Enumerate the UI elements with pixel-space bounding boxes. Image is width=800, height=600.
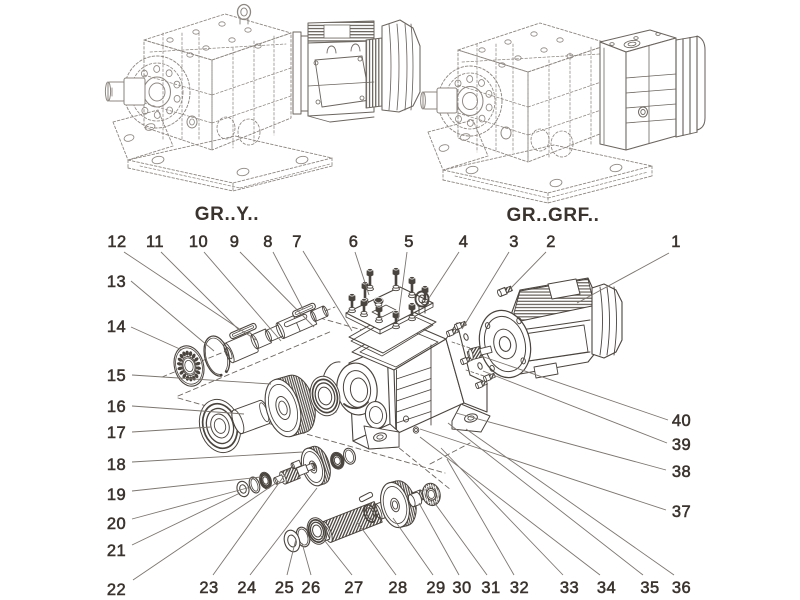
svg-text:29: 29	[426, 579, 445, 597]
svg-text:14: 14	[107, 318, 126, 336]
svg-text:18: 18	[107, 456, 126, 474]
svg-text:20: 20	[107, 515, 126, 533]
svg-text:33: 33	[560, 579, 579, 597]
svg-text:17: 17	[107, 424, 126, 442]
svg-text:7: 7	[292, 233, 302, 251]
svg-text:12: 12	[107, 233, 126, 251]
svg-text:26: 26	[301, 579, 320, 597]
svg-text:15: 15	[107, 367, 126, 385]
svg-text:9: 9	[230, 233, 240, 251]
svg-text:22: 22	[107, 581, 126, 599]
svg-text:13: 13	[107, 273, 126, 291]
svg-text:24: 24	[237, 579, 256, 597]
svg-text:30: 30	[452, 579, 471, 597]
svg-text:38: 38	[672, 463, 691, 481]
svg-text:5: 5	[404, 233, 414, 251]
svg-text:21: 21	[107, 542, 126, 560]
svg-text:10: 10	[189, 233, 208, 251]
svg-text:32: 32	[510, 579, 529, 597]
svg-text:3: 3	[509, 233, 519, 251]
svg-text:16: 16	[107, 398, 126, 416]
svg-text:2: 2	[546, 233, 556, 251]
svg-text:34: 34	[597, 579, 616, 597]
svg-text:19: 19	[107, 486, 126, 504]
svg-text:37: 37	[672, 503, 691, 521]
svg-text:35: 35	[640, 579, 659, 597]
svg-text:27: 27	[344, 579, 363, 597]
svg-text:GR..GRF..: GR..GRF..	[506, 205, 599, 226]
svg-text:40: 40	[672, 412, 691, 430]
svg-text:GR..Y..: GR..Y..	[195, 204, 259, 225]
svg-text:11: 11	[146, 233, 164, 251]
svg-text:36: 36	[672, 579, 691, 597]
svg-text:39: 39	[672, 436, 691, 454]
svg-text:25: 25	[275, 579, 294, 597]
svg-text:23: 23	[199, 579, 218, 597]
svg-text:6: 6	[349, 233, 359, 251]
svg-text:28: 28	[388, 579, 407, 597]
svg-text:8: 8	[263, 233, 273, 251]
svg-text:31: 31	[481, 579, 500, 597]
svg-text:1: 1	[671, 233, 681, 251]
svg-text:4: 4	[459, 233, 469, 251]
